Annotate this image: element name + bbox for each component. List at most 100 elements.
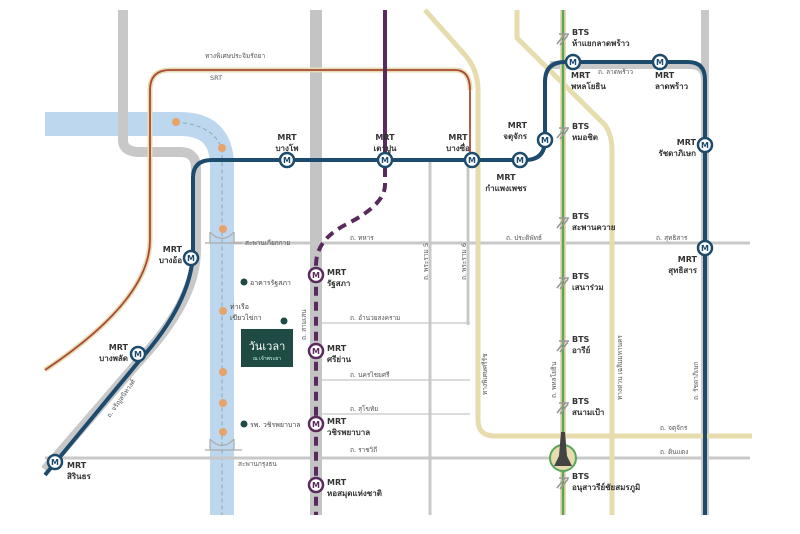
road-label-right-upper: ถ. จตุจักร xyxy=(660,424,688,432)
bts-train-icon xyxy=(556,402,569,415)
bridge-label-bottom: สะพานกรุงธน xyxy=(238,460,277,468)
mrt-icon xyxy=(129,345,147,363)
station-system: MRT xyxy=(109,343,129,352)
mrt-icon xyxy=(307,415,325,433)
station-system: MRT xyxy=(677,138,697,147)
station-name: บางพลัด xyxy=(99,354,128,363)
mrt-icon xyxy=(278,151,296,169)
station-name: วชิรพยาบาล xyxy=(327,428,370,437)
project-subtitle: ณ เจ้าพระยา xyxy=(253,355,281,362)
station-name: บางโพ xyxy=(275,143,298,153)
mrt-icon xyxy=(511,151,529,169)
mrt-purple-station[interactable]: M MRT รัฐสภา xyxy=(307,266,350,289)
station-system: MRT xyxy=(375,133,395,142)
station-system: BTS xyxy=(572,28,590,37)
mrt-icon-letter: M xyxy=(381,156,389,165)
mrt-station[interactable]: M MRT สิรินธร xyxy=(46,453,92,481)
bridge-label-top: สะพานเกียกกาย xyxy=(245,239,290,247)
road-label-rama5: ถ. พระราม 5 xyxy=(422,243,430,280)
station-name: อารีย์ xyxy=(572,345,591,355)
mrt-icon-letter: M xyxy=(468,156,476,165)
mrt-icon-letter: M xyxy=(516,156,524,165)
bridge-icons xyxy=(205,231,242,451)
road-label-rama6: ถ. พระราม 6 xyxy=(460,243,468,280)
mrt-icon-letter: M xyxy=(187,254,195,263)
station-system: MRT xyxy=(277,133,297,142)
expressway-label: ทางพิเศษประจิมรัถยา xyxy=(205,52,265,60)
road-label-ratchada: ถ. รัชดาภิเษก xyxy=(692,361,700,400)
station-name: พหลโยธิน xyxy=(571,81,606,91)
mrt-icon-letter: M xyxy=(51,458,59,467)
station-system: MRT xyxy=(327,478,347,487)
mrt-icon-letter: M xyxy=(701,244,709,253)
srt-red-line xyxy=(44,69,471,371)
bts-train-icon xyxy=(556,477,569,490)
station-system: MRT xyxy=(67,461,87,470)
station-name: รัชดาภิเษก xyxy=(658,149,696,158)
mrt-purple-extension xyxy=(314,168,387,515)
mrt-icon xyxy=(651,53,669,71)
station-name: ศรีย่าน xyxy=(327,354,352,364)
mrt-icon-letter: M xyxy=(701,141,709,150)
mrt-blue-line xyxy=(43,60,707,515)
station-name: สะพานควาย xyxy=(572,223,616,232)
station-system: MRT xyxy=(496,173,516,182)
station-system: BTS xyxy=(572,122,590,131)
station-system: MRT xyxy=(678,255,698,264)
mrt-station[interactable]: M MRT รัชดาภิเษก xyxy=(658,136,714,158)
station-system: MRT xyxy=(655,71,675,80)
project-logo[interactable]: วันเวลา ณ เจ้าพระยา xyxy=(241,329,293,367)
station-name: สนามเป้า xyxy=(572,407,604,417)
road-label-ladprao: ถ. ลาดพร้าว xyxy=(598,68,633,76)
mrt-icon xyxy=(182,249,200,267)
station-name: อนุสาวรีย์ชัยสมรภูมิ xyxy=(572,482,640,493)
road-label-chaloem: ทางด่วน เฉลิมมหานคร xyxy=(616,335,624,400)
mrt-icon xyxy=(307,342,325,360)
mrt-station[interactable]: M MRT เตาปูน xyxy=(374,133,398,169)
project-location-dot xyxy=(280,317,288,325)
station-name: สุทธิสาร xyxy=(668,266,697,276)
mrt-icon-letter: M xyxy=(312,347,320,356)
station-name: รัฐสภา xyxy=(327,279,350,289)
station-name: สิรินธร xyxy=(67,472,92,481)
bts-train-icon xyxy=(556,217,569,230)
pier-label-2: เขียวไข่กา xyxy=(230,313,262,322)
hospital-label: รพ. วชิรพยาบาล xyxy=(250,421,301,429)
road-label-samsen: ถ. สามเสน xyxy=(300,309,308,340)
mrt-icon-letter: M xyxy=(312,271,320,280)
station-name: เตาปูน xyxy=(374,144,398,154)
mrt-station[interactable]: M MRT บางพลัด xyxy=(99,343,147,363)
station-name: หอสมุดแห่งชาติ xyxy=(327,489,382,499)
station-system: BTS xyxy=(572,335,590,344)
hospital-dot xyxy=(240,420,248,428)
bts-station[interactable]: BTS สะพานควาย xyxy=(556,212,616,232)
station-name: จตุจักร xyxy=(503,132,527,142)
mrt-icon-letter: M xyxy=(134,350,142,359)
bts-train-icon xyxy=(556,340,569,353)
mrt-icon-letter: M xyxy=(569,58,577,67)
mrt-icon xyxy=(463,151,481,169)
station-system: MRT xyxy=(327,268,347,277)
road-label-sutthisan: ถ. สุทธิสาร xyxy=(656,234,688,242)
road-label-ratchawithi: ถ. ราชวิถี xyxy=(350,446,377,454)
station-system: BTS xyxy=(572,212,590,221)
station-system: MRT xyxy=(163,245,183,254)
